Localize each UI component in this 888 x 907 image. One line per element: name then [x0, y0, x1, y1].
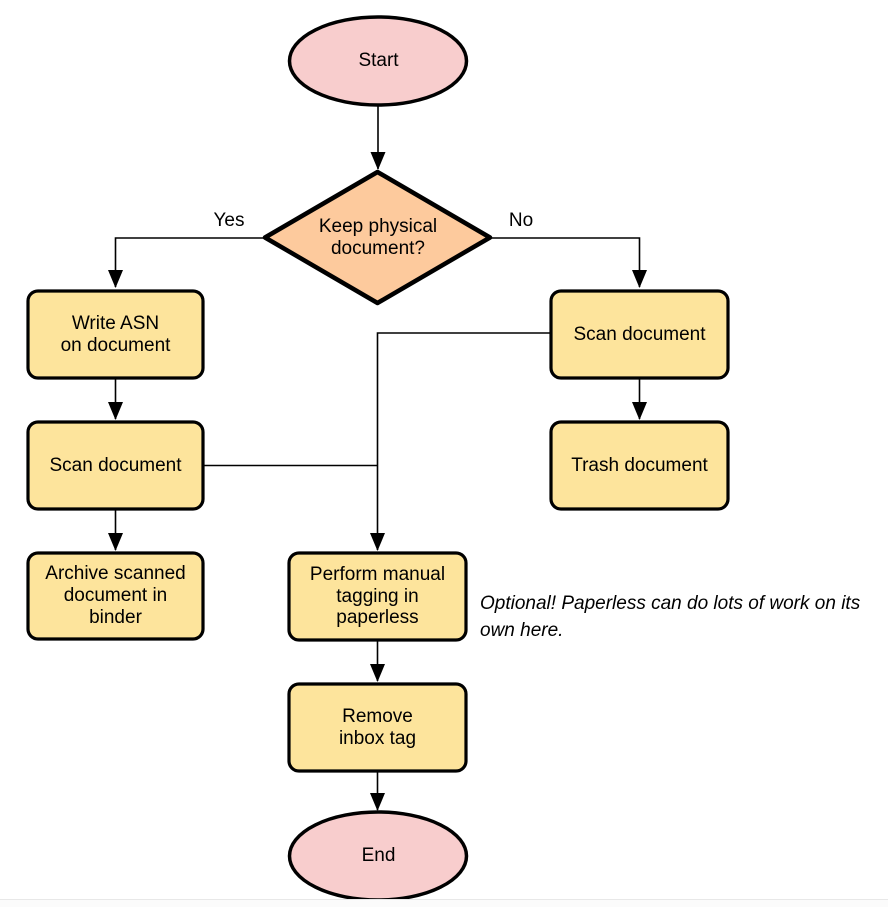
decision-diamond-shape: [262, 169, 493, 306]
page-bottom-divider: [0, 899, 888, 907]
edge-scan-right-tagging: [370, 332, 551, 551]
tagging-node-shape: [287, 551, 468, 642]
end-node-shape: [287, 810, 469, 902]
trash-node-shape: [549, 420, 730, 511]
start-node-shape: [287, 15, 469, 107]
archive-node-shape: [26, 551, 205, 641]
remove-inbox-node-shape: [287, 682, 468, 773]
write-asn-node-shape: [26, 289, 205, 380]
scan-right-node-shape: [549, 289, 730, 380]
edge-decision-scan-right: [490, 237, 647, 288]
edge-decision-write-asn: [108, 237, 265, 288]
scan-left-node-shape: [26, 420, 205, 511]
